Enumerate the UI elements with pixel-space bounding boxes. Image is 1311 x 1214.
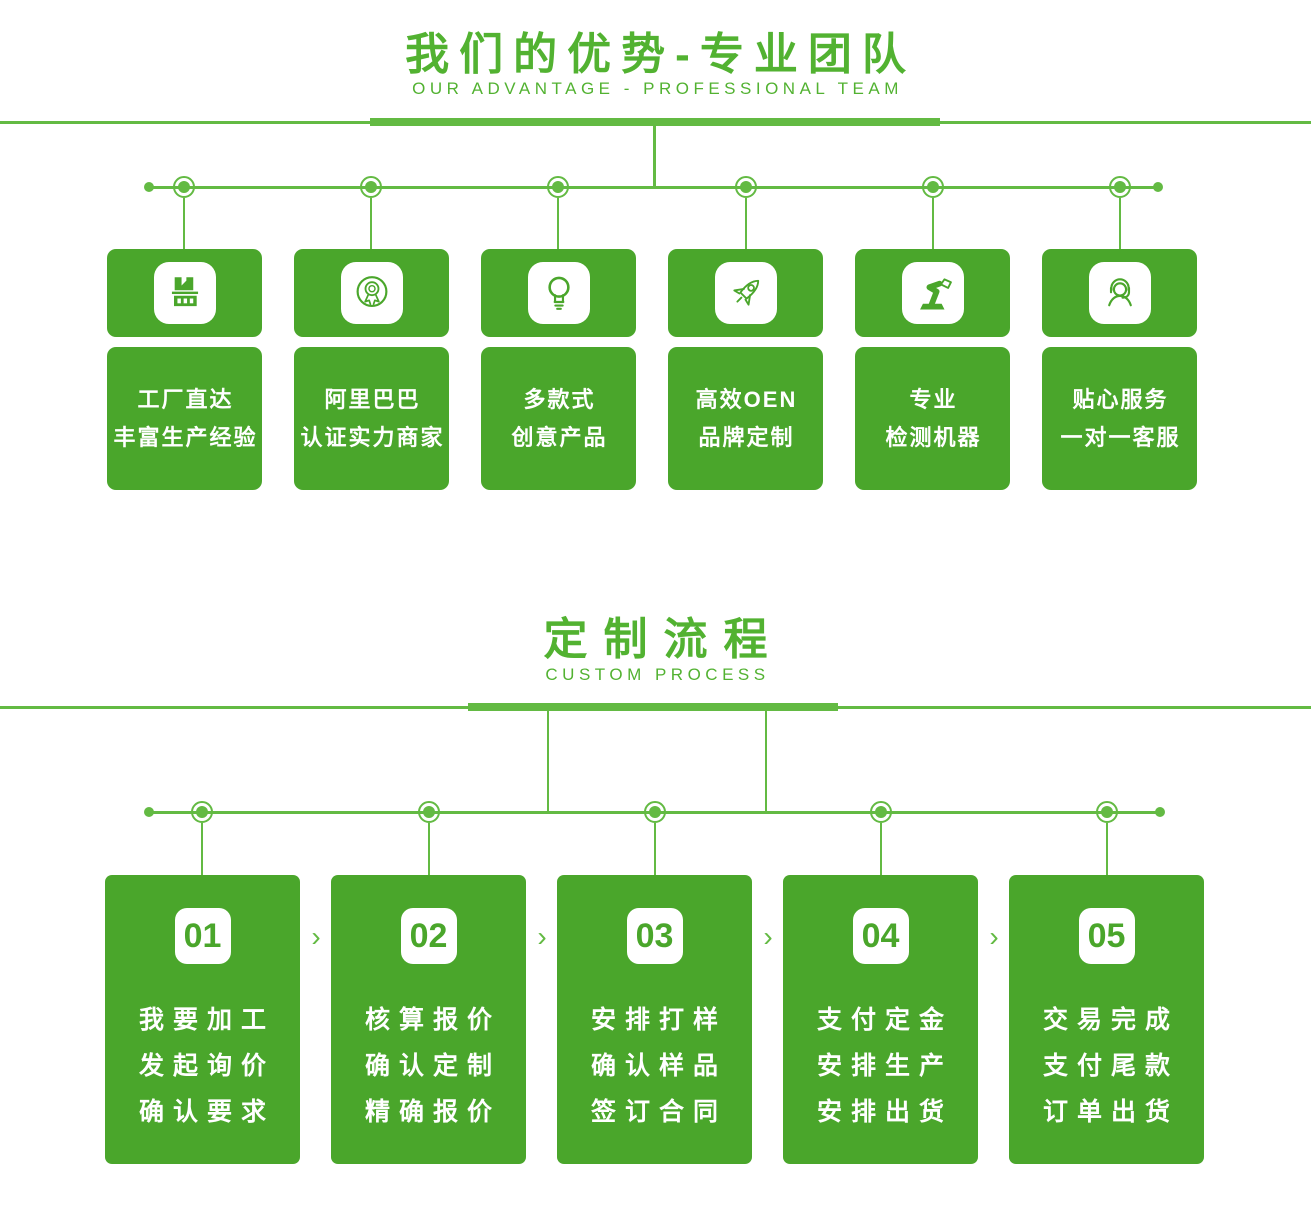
advantage-label-line: 多款式: [523, 386, 596, 412]
connector-end-dot: [144, 807, 154, 817]
connector-stem: [653, 126, 656, 188]
connector-stem: [183, 198, 185, 249]
step-number-badge: 03: [626, 908, 683, 964]
process-step-box: 01 我要加工 发起询价 确认要求: [105, 875, 300, 1164]
advantage-label-line: 丰富生产经验: [113, 424, 258, 450]
advantage-icon-tile: [855, 249, 1010, 337]
connector-end-dot: [1155, 807, 1165, 817]
connector-line-thick: [370, 118, 940, 126]
connector-stem: [880, 823, 882, 875]
factory-icon: [153, 262, 216, 324]
process-step-box: 04 支付定金 安排生产 安排出货: [783, 875, 978, 1164]
connector-end-dot: [1153, 182, 1163, 192]
connector-stem: [370, 198, 372, 249]
lightbulb-icon: [527, 262, 590, 324]
connector-node: [173, 176, 195, 198]
advantage-label-line: 认证实力商家: [300, 424, 445, 450]
connector-node: [191, 801, 213, 823]
advantage-label-line: 高效OEN: [695, 386, 798, 412]
step-arrow-icon: ›: [763, 921, 773, 952]
connector-stem: [557, 198, 559, 249]
step-line: 支付定金: [816, 1006, 953, 1034]
connector-node: [922, 176, 944, 198]
step-number-badge: 04: [852, 908, 909, 964]
step-line: 订单出货: [1042, 1098, 1179, 1126]
advantage-title: 我们的优势-专业团队: [405, 30, 916, 79]
advantage-icon-tile: [1042, 249, 1197, 337]
step-number-badge: 05: [1078, 908, 1135, 964]
process-step-box: 02 核算报价 确认定制 精确报价: [331, 875, 526, 1164]
step-line: 发起询价: [138, 1052, 275, 1080]
connector-node: [1109, 176, 1131, 198]
connector-stem: [428, 823, 430, 875]
connector-branch-line: [148, 186, 1159, 189]
step-line: 核算报价: [364, 1006, 501, 1034]
connector-node: [547, 176, 569, 198]
connector-stem: [765, 711, 767, 812]
advantage-subtitle: OUR ADVANTAGE - PROFESSIONAL TEAM: [412, 79, 903, 98]
process-subtitle: CUSTOM PROCESS: [545, 665, 770, 684]
connector-stem: [201, 823, 203, 875]
advantage-label-tile: 阿里巴巴 认证实力商家: [294, 347, 449, 490]
connector-stem: [1106, 823, 1108, 875]
customer-service-icon: [1088, 262, 1151, 324]
advantage-label-line: 检测机器: [885, 424, 982, 450]
connector-stem: [745, 198, 747, 249]
connector-node: [360, 176, 382, 198]
process-title: 定制流程: [543, 615, 784, 664]
advantage-icon-tile: [668, 249, 823, 337]
step-line: 签订合同: [590, 1098, 727, 1126]
advantage-icon-tile: [294, 249, 449, 337]
step-line: 安排出货: [816, 1098, 953, 1126]
advantage-label-line: 创意产品: [511, 424, 608, 450]
rocket-icon: [714, 262, 777, 324]
advantage-label-tile: 多款式 创意产品: [481, 347, 636, 490]
step-line: 确认要求: [138, 1098, 275, 1126]
step-arrow-icon: ›: [311, 921, 321, 952]
connector-node: [870, 801, 892, 823]
connector-stem: [932, 198, 934, 249]
advantage-label-line: 阿里巴巴: [324, 386, 421, 412]
step-arrow-icon: ›: [537, 921, 547, 952]
medal-icon: [340, 262, 403, 324]
step-line: 安排生产: [816, 1052, 953, 1080]
advantage-label-tile: 工厂直达 丰富生产经验: [107, 347, 262, 490]
connector-stem: [547, 711, 549, 812]
connector-end-dot: [144, 182, 154, 192]
connector-node: [1096, 801, 1118, 823]
advantage-label-line: 专业: [909, 386, 958, 412]
connector-node: [644, 801, 666, 823]
advantage-label-tile: 高效OEN 品牌定制: [668, 347, 823, 490]
connector-line-thick: [468, 703, 838, 711]
robot-arm-icon: [901, 262, 964, 324]
step-arrow-icon: ›: [989, 921, 999, 952]
connector-stem: [1119, 198, 1121, 249]
advantage-label-line: 一对一客服: [1060, 424, 1181, 450]
advantage-label-tile: 专业 检测机器: [855, 347, 1010, 490]
advantage-icon-tile: [107, 249, 262, 337]
advantage-icon-tile: [481, 249, 636, 337]
step-line: 精确报价: [364, 1098, 501, 1126]
step-line: 支付尾款: [1042, 1052, 1179, 1080]
advantage-label-line: 品牌定制: [698, 424, 795, 450]
connector-stem: [654, 823, 656, 875]
step-line: 安排打样: [590, 1006, 727, 1034]
step-line: 交易完成: [1042, 1006, 1179, 1034]
connector-node: [418, 801, 440, 823]
process-step-box: 05 交易完成 支付尾款 订单出货: [1009, 875, 1204, 1164]
connector-node: [735, 176, 757, 198]
step-line: 确认样品: [590, 1052, 727, 1080]
process-step-box: 03 安排打样 确认样品 签订合同: [557, 875, 752, 1164]
advantage-label-tile: 贴心服务 一对一客服: [1042, 347, 1197, 490]
advantage-label-line: 贴心服务: [1072, 386, 1169, 412]
step-line: 我要加工: [138, 1006, 275, 1034]
step-line: 确认定制: [364, 1052, 501, 1080]
advantage-label-line: 工厂直达: [137, 386, 234, 412]
step-number-badge: 01: [174, 908, 231, 964]
step-number-badge: 02: [400, 908, 457, 964]
